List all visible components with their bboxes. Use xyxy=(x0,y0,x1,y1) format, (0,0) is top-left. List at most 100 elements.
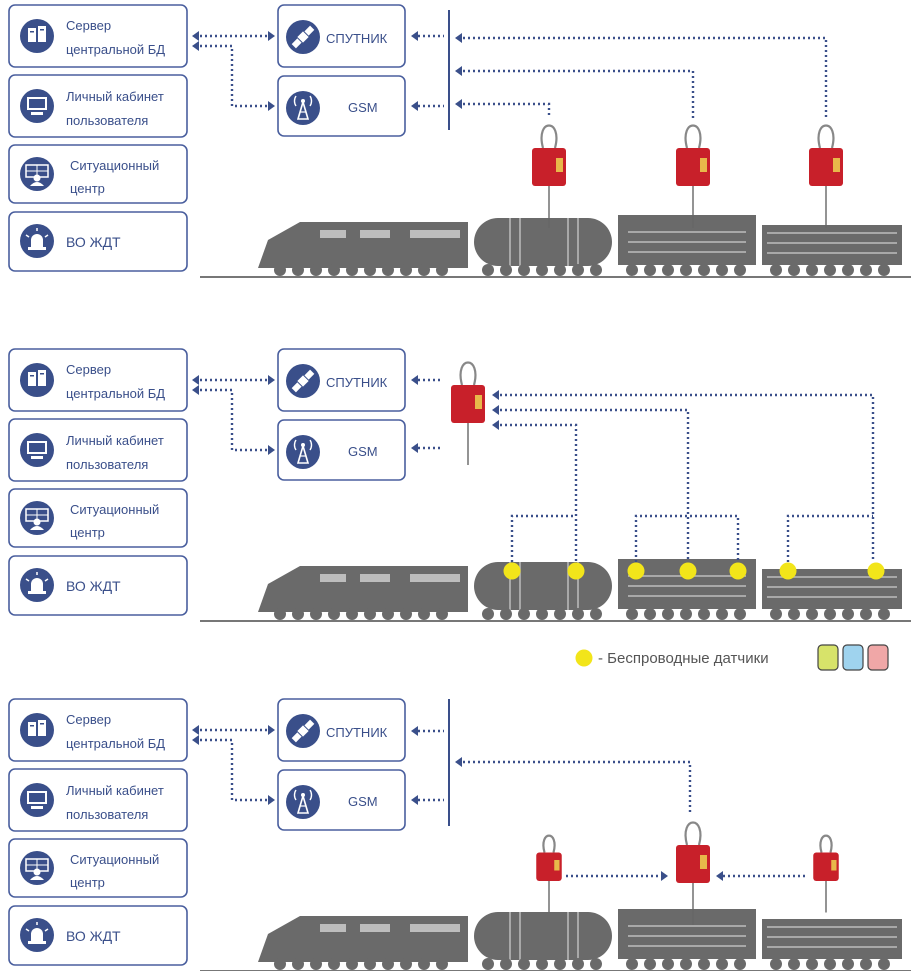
gsm-tower-icon xyxy=(286,91,320,125)
railguard-box xyxy=(8,555,188,616)
server-icon xyxy=(20,713,54,747)
arrow-head xyxy=(411,726,418,736)
wireless-sensor-icon xyxy=(867,562,885,580)
situation-label-line2: центр xyxy=(70,875,105,890)
arrow-head xyxy=(268,445,275,455)
humidity-icon xyxy=(842,644,864,671)
wireless-sensor-icon xyxy=(627,562,645,580)
arrow-head xyxy=(411,101,418,111)
wireless-sensor-icon xyxy=(679,562,697,580)
cabinet-box xyxy=(8,418,188,482)
arrow-head xyxy=(492,405,499,415)
electronic-seal-icon xyxy=(676,124,710,228)
server-box xyxy=(8,348,188,412)
monitor-icon xyxy=(20,783,54,817)
gondola-car xyxy=(618,909,756,970)
arrow-head xyxy=(192,385,199,395)
situation-center-icon xyxy=(20,157,54,191)
cabinet-label-line1: Личный кабинет xyxy=(66,783,164,798)
server-label-line2: центральной БД xyxy=(66,386,165,401)
railguard-label: ВО ЖДТ xyxy=(66,234,121,250)
arrow-head xyxy=(192,31,199,41)
arrow-head xyxy=(492,420,499,430)
monitor-icon xyxy=(20,433,54,467)
server-box xyxy=(8,4,188,68)
dotted-link xyxy=(200,44,268,108)
wireless-sensor-icon xyxy=(779,562,797,580)
arrow-head xyxy=(268,725,275,735)
gsm-label: GSM xyxy=(348,794,378,809)
situation-label-line1: Ситуационный xyxy=(70,158,159,173)
cabinet-label-line1: Личный кабинет xyxy=(66,89,164,104)
dotted-link xyxy=(500,393,875,562)
arrow-head xyxy=(455,99,462,109)
situation-box xyxy=(8,488,188,548)
situation-box xyxy=(8,144,188,204)
dotted-link xyxy=(463,760,692,815)
satellite-icon xyxy=(286,714,320,748)
dotted-link xyxy=(634,514,740,562)
railguard-box xyxy=(8,905,188,966)
situation-box xyxy=(8,838,188,898)
situation-label-line1: Ситуационный xyxy=(70,502,159,517)
gondola-car xyxy=(618,215,756,276)
arrow-head xyxy=(192,735,199,745)
dotted-link xyxy=(500,408,690,562)
situation-label-line1: Ситуационный xyxy=(70,852,159,867)
satellite-icon xyxy=(286,20,320,54)
comm-column: СПУТНИК GSM xyxy=(192,698,406,831)
legend: - Беспроводные датчики xyxy=(575,644,889,671)
tank-car xyxy=(474,218,612,276)
cabinet-box xyxy=(8,768,188,832)
locomotive xyxy=(258,566,468,620)
server-icon xyxy=(20,19,54,53)
arrow-head xyxy=(661,871,668,881)
cabinet-label-line1: Личный кабинет xyxy=(66,433,164,448)
server-label-line2: центральной БД xyxy=(66,42,165,57)
situation-center-icon xyxy=(20,501,54,535)
gsm-tower-icon xyxy=(286,785,320,819)
satellite-label: СПУТНИК xyxy=(326,31,388,46)
electronic-seal-icon xyxy=(676,821,710,925)
legend-text: - Беспроводные датчики xyxy=(598,650,769,667)
locomotive xyxy=(258,916,468,970)
gauge-icon xyxy=(817,644,839,671)
electronic-seal-icon xyxy=(532,124,566,228)
arrow-head xyxy=(411,375,418,385)
railguard-label: ВО ЖДТ xyxy=(66,578,121,594)
arrow-head xyxy=(268,101,275,111)
railguard-label: ВО ЖДТ xyxy=(66,928,121,944)
wireless-sensor-icon xyxy=(729,562,747,580)
server-label-line1: Сервер xyxy=(66,362,111,377)
temperature-icon xyxy=(867,644,889,671)
gsm-label: GSM xyxy=(348,444,378,459)
dotted-link xyxy=(200,388,268,452)
wireless-sensor-icon xyxy=(575,649,593,667)
railguard-box xyxy=(8,211,188,272)
alarm-light-icon xyxy=(20,568,54,602)
dotted-link xyxy=(510,514,576,562)
dotted-link xyxy=(463,36,828,118)
arrow-head xyxy=(268,375,275,385)
server-icon xyxy=(20,363,54,397)
arrow-head xyxy=(411,795,418,805)
satellite-label: СПУТНИК xyxy=(326,725,388,740)
server-label-line1: Сервер xyxy=(66,712,111,727)
dotted-link xyxy=(786,514,873,562)
server-label-line1: Сервер xyxy=(66,18,111,33)
arrow-head xyxy=(268,795,275,805)
arrow-head xyxy=(455,66,462,76)
arrow-head xyxy=(455,757,462,767)
electronic-seal-icon xyxy=(536,834,562,913)
monitor-icon xyxy=(20,89,54,123)
dotted-link xyxy=(463,102,551,118)
